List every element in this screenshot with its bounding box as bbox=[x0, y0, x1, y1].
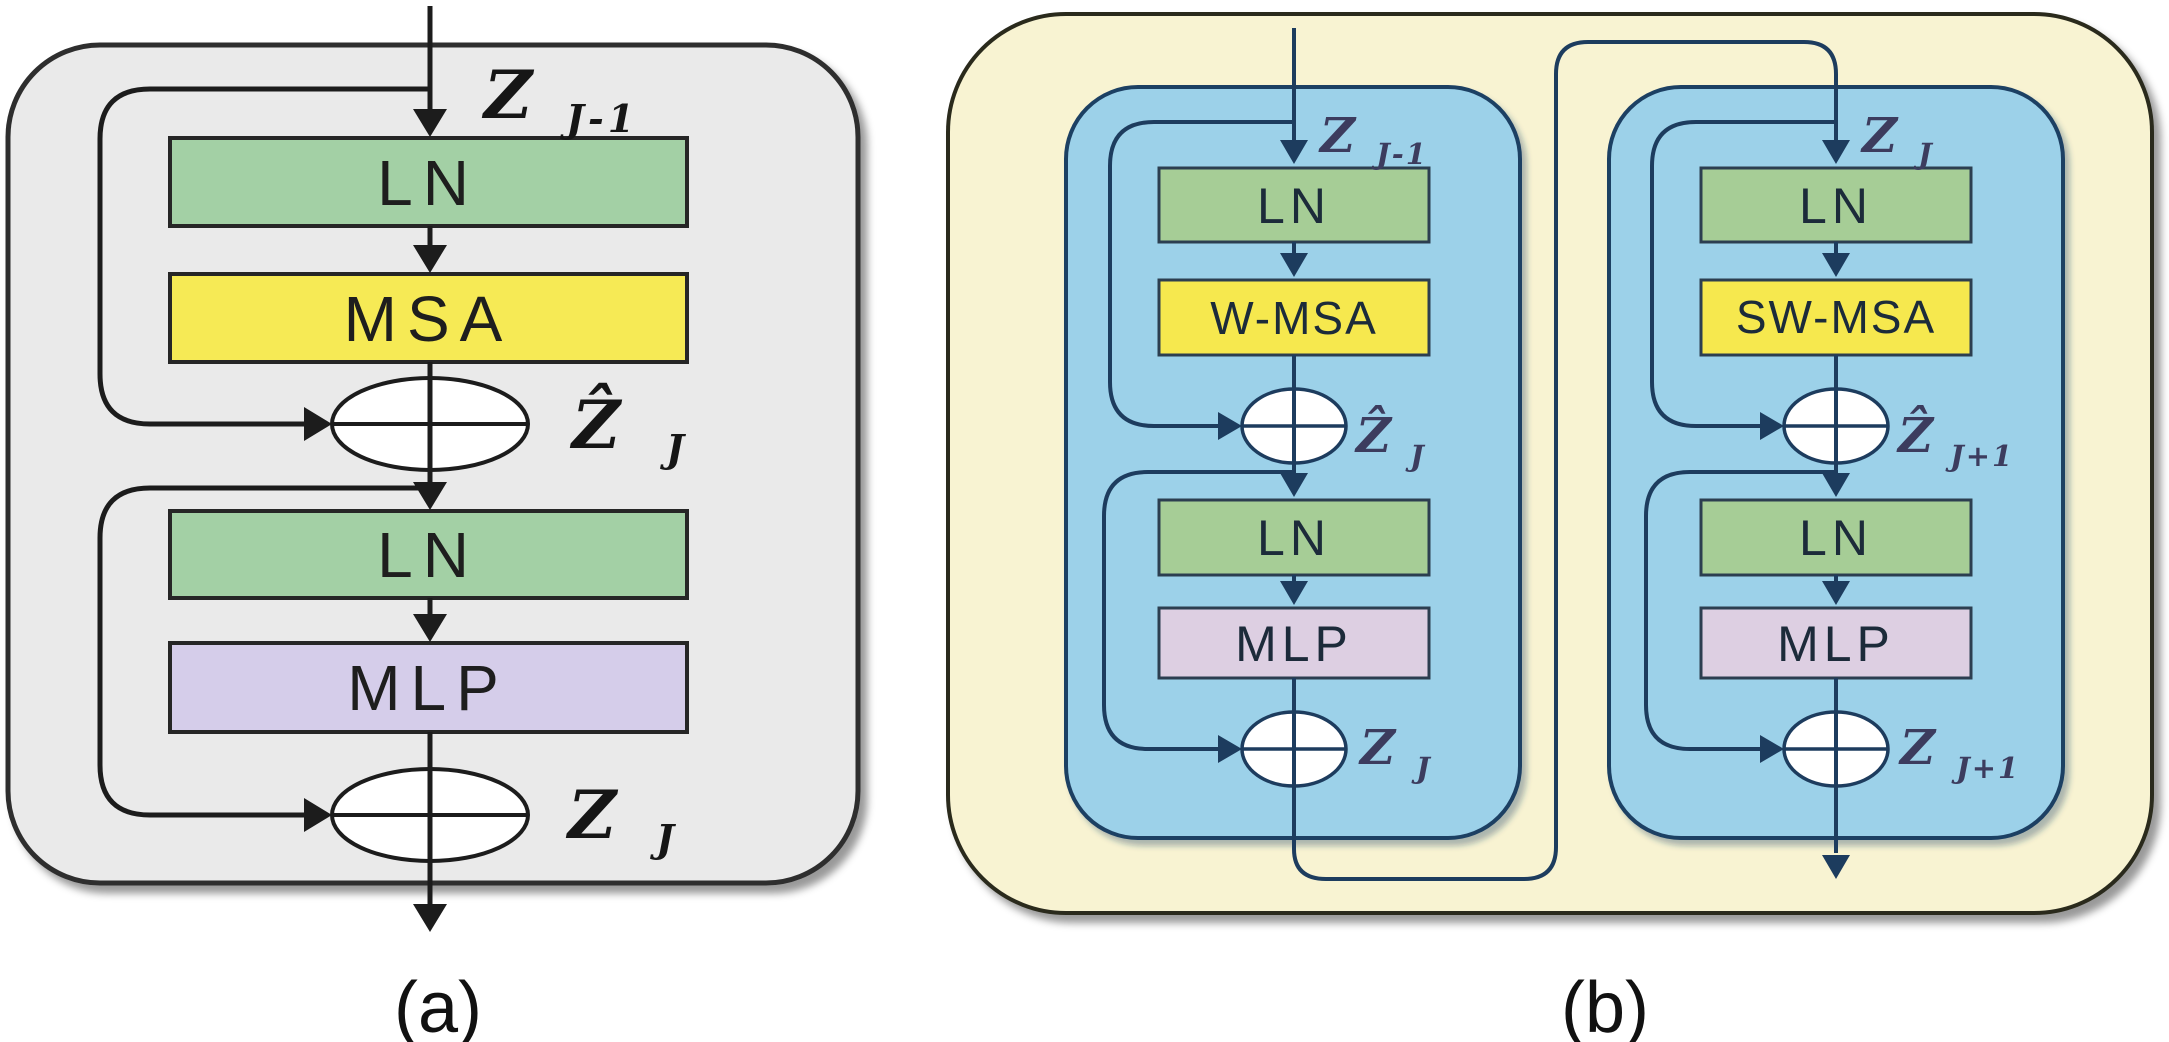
panel-b-right-mlp-label: MLP bbox=[1777, 616, 1895, 672]
panel-a-sum2-label-base: Z bbox=[565, 776, 619, 854]
panel-a-output-arrowhead bbox=[413, 904, 447, 932]
panel-b-left-column: LN W-MSA LN MLP Z J-1 Ẑ J Z J bbox=[1102, 28, 1838, 881]
panel-a-ln2-label: LN bbox=[377, 519, 479, 591]
panel-b-left-mlp-label: MLP bbox=[1235, 616, 1353, 672]
panel-b-left-skip2-line bbox=[1102, 470, 1294, 751]
panel-b-right-ln1-swmsa-arrowhead bbox=[1822, 253, 1850, 277]
panel-a-ln1-msa-arrowhead bbox=[413, 245, 447, 273]
panel-b-right-ln2-label: LN bbox=[1799, 510, 1873, 566]
panel-b-right-input-label-sub: J bbox=[1913, 137, 1934, 171]
panel-b-left-ln2-box bbox=[1157, 498, 1431, 577]
panel-b-right-skip2-line bbox=[1644, 470, 1836, 751]
panel-b-left-ln2-label: LN bbox=[1257, 510, 1331, 566]
panel-b-right-column: LN SW-MSA LN MLP Z J Ẑ J+1 Z J+1 bbox=[1644, 108, 2020, 879]
panel-b-left-sum2-label-sub: J bbox=[1411, 751, 1432, 785]
panel-b-right-skip1-arrowhead bbox=[1760, 412, 1784, 440]
panel-b-right-sum1-label-base: Ẑ bbox=[1896, 404, 1935, 464]
panel-a-caption: (a) bbox=[394, 968, 482, 1042]
panel-a-sum2-label-sub: J bbox=[650, 816, 678, 861]
panel-b-right-sum1-label-sub: J+1 bbox=[1945, 439, 2014, 473]
panel-b-left-sum1-label-sub: J bbox=[1405, 439, 1426, 473]
panel-a: LN MSA LN MLP Z J-1 Ẑ J Z J (a) bbox=[5, 6, 861, 1042]
panel-b-left-skip1-arrowhead bbox=[1218, 412, 1242, 440]
panel-a-sum1-ln2-arrowhead bbox=[413, 482, 447, 510]
panel-b-right-sum1-ln2-arrowhead bbox=[1822, 473, 1850, 497]
panel-a-msa-box bbox=[168, 272, 689, 364]
panel-b-left-input-label-sub: J-1 bbox=[1371, 137, 1428, 171]
panel-b-right-ln1-label: LN bbox=[1799, 178, 1873, 234]
panel-a-ln2-box bbox=[168, 509, 689, 600]
panel-b-right-input-arrowhead bbox=[1822, 140, 1850, 164]
panel-b-right-output-arrowhead bbox=[1822, 855, 1850, 879]
panel-b-right-sum2-label-base: Z bbox=[1898, 720, 1937, 776]
panel-a-skip1-arrowhead bbox=[304, 407, 332, 441]
panel-b-left-ln2-mlp-arrowhead bbox=[1280, 581, 1308, 605]
panel-b-left-wmsa-box bbox=[1157, 278, 1431, 357]
panel-b-caption: (b) bbox=[1561, 968, 1649, 1042]
panel-b-right-input-label-base: Z bbox=[1860, 108, 1899, 164]
panel-b-right-skip2-arrowhead bbox=[1760, 735, 1784, 763]
panel-a-input-arrowhead bbox=[413, 109, 447, 137]
panel-a-msa-label: MSA bbox=[344, 283, 513, 355]
panel-a-ln1-box bbox=[168, 136, 689, 228]
panel-b-left-mlp-box bbox=[1157, 606, 1431, 680]
panel-b-right-sum2-label-sub: J+1 bbox=[1951, 751, 2020, 785]
panel-b-left-ln1-wmsa-arrowhead bbox=[1280, 253, 1308, 277]
panel-a-sum1-label-sub: J bbox=[660, 426, 688, 471]
panel-b-right-ln2-mlp-arrowhead bbox=[1822, 581, 1850, 605]
panel-a-input-label-base: Z bbox=[481, 56, 535, 134]
panel-b-right-swmsa-label: SW-MSA bbox=[1736, 291, 1936, 343]
panel-b-left-sum1-label-base: Ẑ bbox=[1354, 404, 1393, 464]
panel-b-right-swmsa-box bbox=[1699, 278, 1973, 357]
panel-b-left-input-arrowhead bbox=[1280, 140, 1308, 164]
panel-b-left-skip1-line bbox=[1108, 120, 1294, 428]
panel-b-left-skip2-arrowhead bbox=[1218, 735, 1242, 763]
panel-b-right-ln1-box bbox=[1699, 166, 1973, 244]
panel-a-skip1-line bbox=[97, 86, 430, 427]
panel-b-left-wmsa-label: W-MSA bbox=[1210, 292, 1378, 344]
panel-b-left-ln1-label: LN bbox=[1257, 178, 1331, 234]
panel-b-left-sum1-ln2-arrowhead bbox=[1280, 473, 1308, 497]
panel-b-right-skip1-line bbox=[1650, 120, 1836, 428]
panel-b: LN W-MSA LN MLP Z J-1 Ẑ J Z J bbox=[946, 12, 2154, 1042]
panel-a-input-label-sub: J-1 bbox=[560, 96, 638, 141]
panel-a-skip2-line bbox=[97, 485, 430, 818]
panel-a-mlp-label: MLP bbox=[347, 652, 509, 724]
panel-b-left-ln1-box bbox=[1157, 166, 1431, 244]
panel-a-sum1-label-base: Ẑ bbox=[569, 383, 623, 464]
panel-b-right-ln2-box bbox=[1699, 498, 1973, 577]
panel-a-ln1-label: LN bbox=[377, 147, 479, 219]
panel-a-ln2-mlp-arrowhead bbox=[413, 614, 447, 642]
panel-b-cross-block-connector-line bbox=[1292, 40, 1838, 881]
panel-a-skip2-arrowhead bbox=[304, 798, 332, 832]
panel-b-left-sum2-label-base: Z bbox=[1358, 720, 1397, 776]
panel-b-left-input-label-base: Z bbox=[1318, 108, 1357, 164]
